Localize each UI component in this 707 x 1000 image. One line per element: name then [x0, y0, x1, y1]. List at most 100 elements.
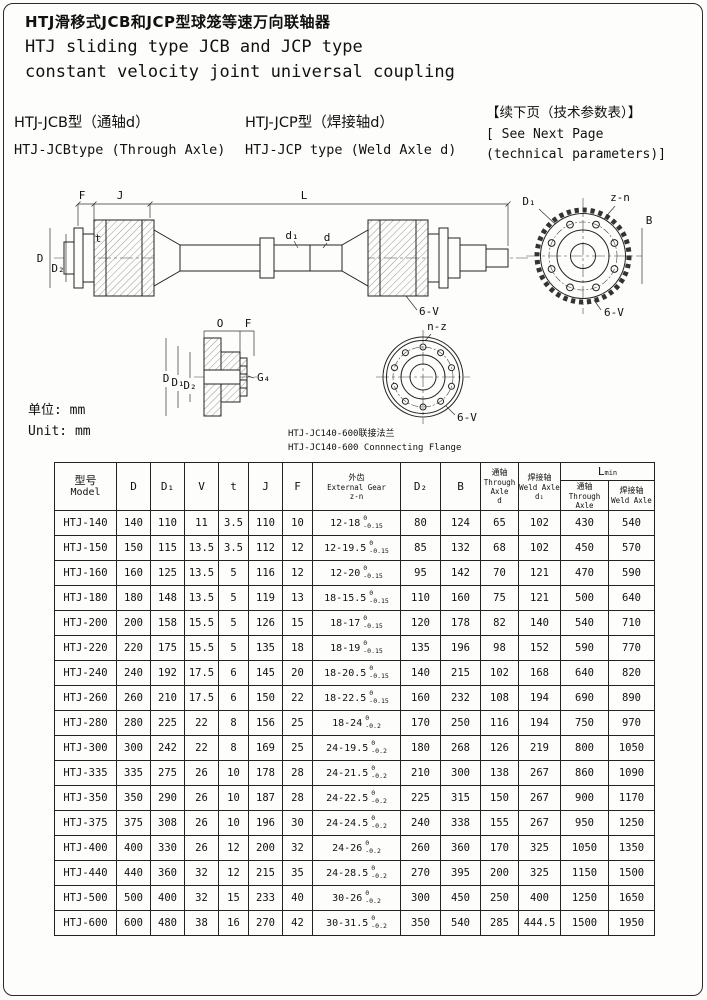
label-flange-b: B	[646, 214, 653, 227]
label-section-d1: D₁	[171, 376, 184, 389]
cell-b: 250	[440, 710, 481, 736]
cell-lmin_weld: 1170	[608, 785, 655, 811]
cell-model: HTJ-220	[54, 635, 117, 661]
cell-model: HTJ-440	[54, 860, 117, 886]
cell-through_d: 108	[480, 685, 519, 711]
cell-d1: 158	[150, 610, 185, 636]
cell-d: 400	[116, 835, 151, 861]
cell-through_d: 82	[480, 610, 519, 636]
cell-d2: 80	[400, 510, 441, 536]
cell-weld_d1: 140	[518, 610, 561, 636]
cell-lmin_weld: 710	[608, 610, 655, 636]
jcb-type-label: HTJ-JCB型（通轴d） HTJ-JCBtype (Through Axle)	[14, 111, 225, 158]
cell-b: 178	[440, 610, 481, 636]
label-section-d: D	[163, 372, 170, 385]
cell-d1: 225	[150, 710, 185, 736]
cell-j: 178	[248, 760, 283, 786]
cell-f: 10	[282, 510, 313, 536]
cell-t: 5	[218, 635, 249, 661]
cell-through_d: 285	[480, 910, 519, 936]
cell-t: 12	[218, 860, 249, 886]
flange-section-view: O F D D₁ D₂ G₄	[163, 317, 270, 417]
cell-b: 215	[440, 660, 481, 686]
header-j: J	[248, 462, 283, 511]
cell-b: 142	[440, 560, 481, 586]
cell-d1: 125	[150, 560, 185, 586]
cell-lmin_through: 590	[560, 635, 609, 661]
cell-b: 450	[440, 885, 481, 911]
cell-v: 26	[184, 810, 219, 836]
cell-through_d: 155	[480, 810, 519, 836]
cell-j: 145	[248, 660, 283, 686]
cell-d: 220	[116, 635, 151, 661]
label-flange-d1: D₁	[522, 195, 535, 208]
dim-label-d-shaft: d	[324, 231, 331, 244]
cell-lmin_weld: 570	[608, 535, 655, 561]
cell-d2: 95	[400, 560, 441, 586]
cell-t: 3.5	[218, 510, 249, 536]
cell-lmin_weld: 770	[608, 635, 655, 661]
cell-d1: 115	[150, 535, 185, 561]
cell-b: 338	[440, 810, 481, 836]
cell-f: 30	[282, 810, 313, 836]
cell-j: 200	[248, 835, 283, 861]
cell-f: 13	[282, 585, 313, 611]
cell-v: 22	[184, 735, 219, 761]
jcb-type-label-en: HTJ-JCBtype (Through Axle)	[14, 142, 226, 158]
flange-caption-cn: HTJ-JC140-600联接法兰	[288, 429, 395, 439]
cell-v: 11	[184, 510, 219, 536]
label-section-o: O	[217, 317, 224, 330]
cell-d: 500	[116, 885, 151, 911]
next-page-note-en-2: (technical parameters)]	[486, 147, 667, 163]
cell-d1: 148	[150, 585, 185, 611]
cell-t: 15	[218, 885, 249, 911]
cell-d2: 350	[400, 910, 441, 936]
cell-lmin_weld: 1950	[608, 910, 655, 936]
cell-j: 135	[248, 635, 283, 661]
cell-j: 169	[248, 735, 283, 761]
parameters-table: 型号 Model D D₁ V t J F 外齿 External Gear z…	[54, 462, 655, 936]
flange-caption: HTJ-JC140-600联接法兰 HTJ-JC140-600 Connnect…	[288, 428, 461, 455]
cell-d2: 225	[400, 785, 441, 811]
cell-t: 16	[218, 910, 249, 936]
cell-d2: 180	[400, 735, 441, 761]
cell-t: 6	[218, 685, 249, 711]
cell-lmin_through: 430	[560, 510, 609, 536]
cell-d1: 110	[150, 510, 185, 536]
cell-f: 12	[282, 535, 313, 561]
cell-b: 196	[440, 635, 481, 661]
header-weld-axle: 焊接轴 Weld Axle d₁	[518, 462, 561, 511]
cell-f: 18	[282, 635, 313, 661]
cell-t: 5	[218, 585, 249, 611]
page-title-en-1: HTJ sliding type JCB and JCP type	[25, 37, 363, 57]
cell-d1: 290	[150, 785, 185, 811]
cell-d: 160	[116, 560, 151, 586]
unit-note-cn: 单位: mm	[28, 403, 86, 418]
cell-j: 196	[248, 810, 283, 836]
header-t: t	[218, 462, 249, 511]
cell-lmin_through: 540	[560, 610, 609, 636]
cell-b: 232	[440, 685, 481, 711]
jcp-type-label: HTJ-JCP型（焊接轴d） HTJ-JCP type (Weld Axle d…	[245, 111, 456, 158]
cell-lmin_weld: 640	[608, 585, 655, 611]
label-section-d2: D₂	[183, 379, 196, 392]
header-d1: D₁	[150, 462, 185, 511]
cell-t: 12	[218, 835, 249, 861]
cell-lmin_through: 900	[560, 785, 609, 811]
cell-d2: 170	[400, 710, 441, 736]
